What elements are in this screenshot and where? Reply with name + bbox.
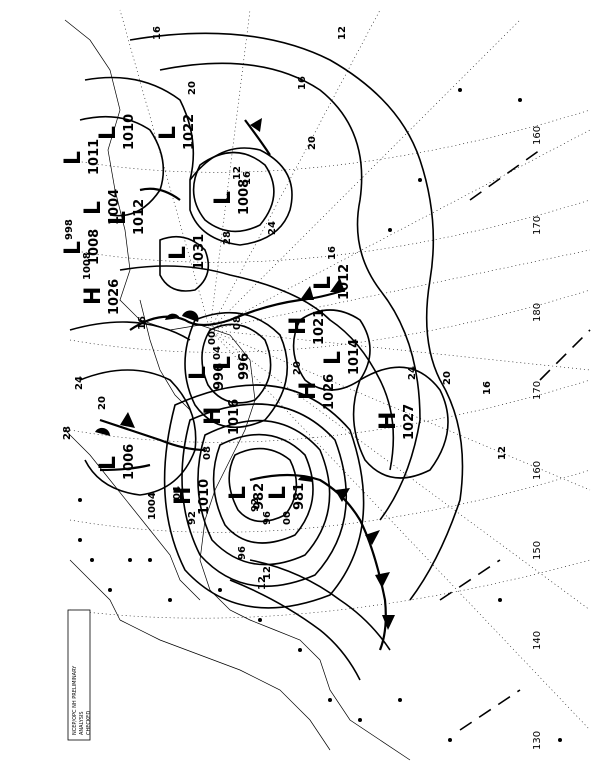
pressure-center-value: 1012 — [337, 264, 352, 300]
pressure-center-letter: L — [211, 356, 236, 370]
isobar-label: 16 — [297, 76, 308, 90]
pressure-center-letter: L — [211, 191, 236, 205]
pressure-center-value: 1008 — [87, 229, 102, 265]
pressure-center-value: 1026 — [107, 279, 122, 315]
pressure-center-value: 1031 — [192, 234, 207, 270]
isobar-label: 12 — [257, 576, 268, 590]
pressure-center-letter: L — [61, 151, 86, 165]
lon-label-180: 180 — [532, 303, 543, 322]
isobar-label: 998 — [64, 219, 75, 240]
isobar-labels: 16 12 16 20 20 24 16 28 12 16 20 24 20 1… — [62, 26, 508, 590]
pressure-center-letter: H — [171, 487, 196, 505]
pressure-center-letter: L — [96, 126, 121, 140]
isobar-label: 96 — [237, 546, 248, 560]
isobar-label: 20 — [97, 396, 108, 410]
pressure-center-letter: L — [311, 276, 336, 290]
pressure-center-letter: L — [156, 126, 181, 140]
lon-label-130: 130 — [532, 731, 543, 750]
lon-label-150: 150 — [532, 541, 543, 560]
isobar-label: 00 — [282, 511, 293, 525]
isobar-label: 1004 — [147, 492, 158, 520]
pressure-center-letter: L — [96, 456, 121, 470]
isobar-label: 96 — [262, 511, 273, 525]
isobar-label: 00 — [207, 331, 218, 345]
legend-line-2: ANALYSIS — [79, 711, 85, 735]
coastlines — [64, 19, 411, 761]
longitude-labels: 130 140 150 160 170 180 170 160 — [532, 126, 543, 750]
isobar-label: 92 — [187, 511, 198, 525]
pressure-center-letter: H — [81, 287, 106, 305]
pressure-center-letter: L — [61, 241, 86, 255]
isobar-label: 1008 — [82, 252, 93, 280]
pressure-center-value: 1004 — [107, 189, 122, 225]
legend-line-1: NCEP/OPC NH PRELIMINARY — [72, 665, 78, 735]
pressure-center-value: 1016 — [227, 399, 242, 435]
isobar-label: 92 — [250, 498, 261, 512]
isobar-label: 12 — [497, 446, 508, 460]
isobar-label: 20 — [292, 361, 303, 375]
isobar-label: 20 — [187, 81, 198, 95]
isobar-label: 04 — [212, 346, 223, 360]
lon-label-160w: 160 — [532, 126, 543, 145]
pressure-center-value: 1006 — [122, 444, 137, 480]
pressure-center-letter: L — [266, 486, 291, 500]
pressure-center-letter: L — [106, 211, 131, 225]
lon-label-160: 160 — [532, 461, 543, 480]
pressure-center-value: 1026 — [322, 374, 337, 410]
legend-box: NCEP/OPC NH PRELIMINARY ANALYSIS CHECKED — [67, 609, 92, 741]
isobars — [69, 32, 464, 681]
lon-label-170: 170 — [532, 381, 543, 400]
pressure-center-value: 981 — [292, 483, 307, 510]
isobar-label: 20 — [442, 371, 453, 385]
pressure-center-value: 1022 — [182, 114, 197, 150]
pressure-center-value: 1012 — [132, 199, 147, 235]
pressure-center-value: 1014 — [347, 339, 362, 375]
pressure-centers: L 1008 L 1012 L 1031 L 1022 L 996 L 996 … — [61, 114, 417, 515]
isobar-label: 16 — [152, 26, 163, 40]
isobar-label: 16 — [242, 171, 253, 185]
pressure-center-letter: L — [186, 366, 211, 380]
pressure-center-letter: H — [201, 407, 226, 425]
isobar-label: 24 — [267, 221, 278, 235]
pressure-center-value: 1027 — [402, 404, 417, 440]
graticule — [69, 9, 591, 731]
isobar-label: 28 — [222, 231, 233, 245]
pressure-center-letter: H — [296, 382, 321, 400]
pressure-center-value: 996 — [237, 353, 252, 380]
pressure-center-letter: L — [321, 351, 346, 365]
pressure-center-letter: L — [166, 246, 191, 260]
isobar-label: 04 — [172, 486, 183, 500]
isobar-label: 16 — [482, 381, 493, 395]
pressure-center-letter: L — [81, 201, 106, 215]
isobar-label: 28 — [62, 426, 73, 440]
fronts — [95, 118, 395, 651]
pressure-center-value: 996 — [212, 363, 227, 390]
pressure-center-value: 1010 — [197, 479, 212, 515]
lon-label-140: 140 — [532, 631, 543, 650]
pressure-center-value: 1011 — [87, 139, 102, 175]
pressure-center-value: 982 — [252, 483, 267, 510]
isobar-label: 16 — [137, 316, 148, 330]
isobar-label: 24 — [407, 366, 418, 380]
isobar-label: 24 — [74, 376, 85, 390]
isobar-label: 08 — [202, 446, 213, 460]
isobar-label: 20 — [307, 136, 318, 150]
isobar-label: 08 — [232, 316, 243, 330]
troughs — [439, 149, 591, 731]
pressure-center-value: 1008 — [237, 179, 252, 215]
pressure-center-letter: L — [226, 486, 251, 500]
pressure-center-value: 1021 — [312, 309, 327, 345]
lon-label-170w: 170 — [532, 216, 543, 235]
pressure-center-value: 1010 — [122, 114, 137, 150]
isobar-label: 16 — [327, 246, 338, 260]
isobar-label: 12 — [262, 566, 273, 580]
legend-line-3: CHECKED — [86, 711, 92, 735]
isobar-label: 12 — [337, 26, 348, 40]
pressure-center-letter: H — [376, 412, 401, 430]
isobar-label: 12 — [232, 166, 243, 180]
pressure-center-letter: H — [286, 317, 311, 335]
station-plots — [78, 88, 562, 742]
